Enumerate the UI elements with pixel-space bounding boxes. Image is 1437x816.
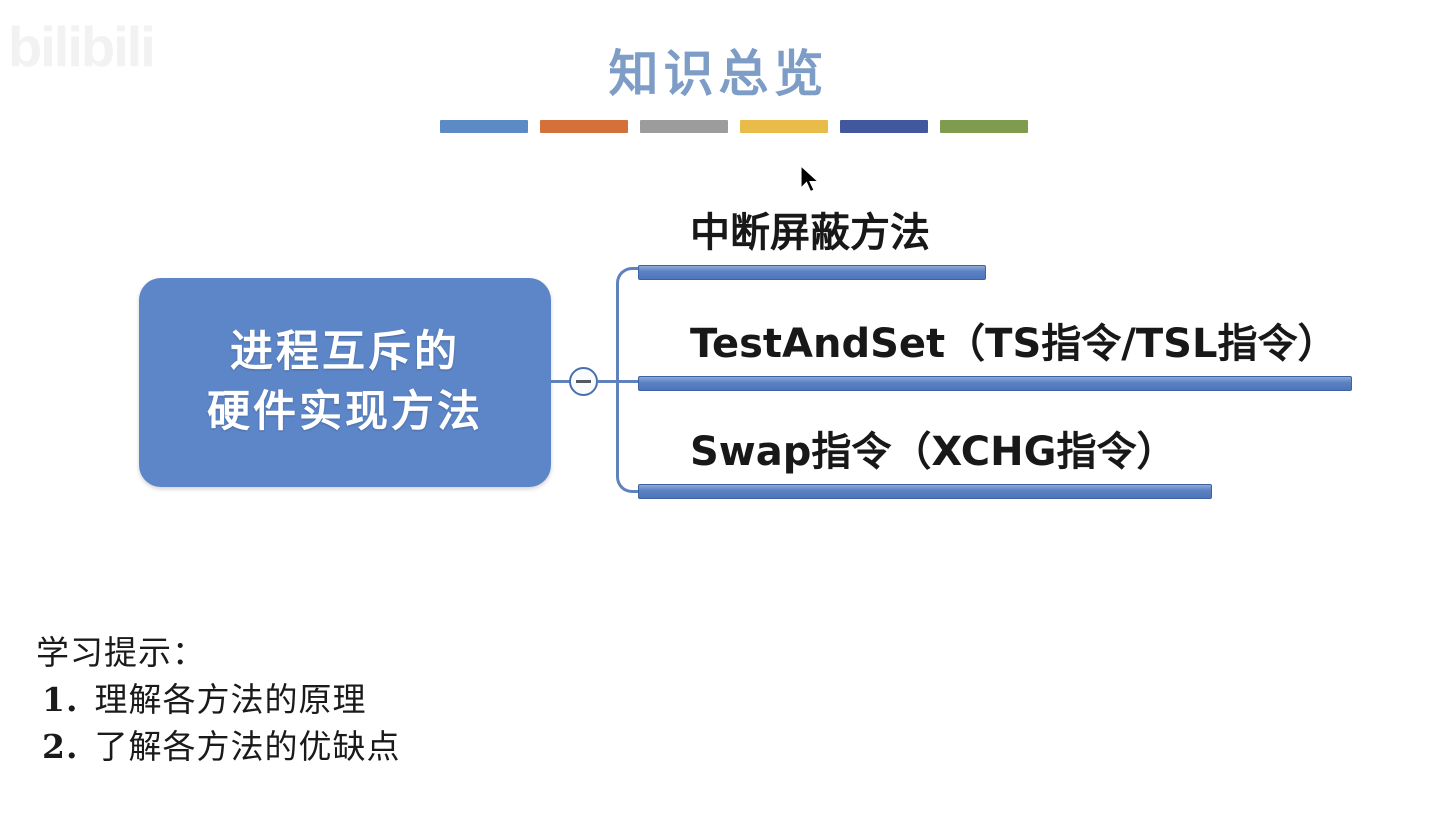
- learning-tips-heading: 学习提示：: [36, 633, 206, 672]
- root-node-line-1: 进程互斥的: [230, 327, 460, 378]
- minus-icon: [576, 380, 591, 383]
- branch-2-underline-bar: [638, 376, 1352, 391]
- color-bar-blue-fill: [440, 120, 528, 133]
- bilibili-watermark: bilibili: [8, 15, 156, 78]
- connector-branch-stub: [597, 380, 625, 383]
- collapse-toggle-button[interactable]: [569, 367, 598, 396]
- list-item: 1. 理解各方法的原理: [42, 677, 400, 724]
- connector-root-stub: [551, 380, 571, 383]
- color-bar-gray: [640, 120, 728, 133]
- mindmap-root-node[interactable]: 进程互斥的 硬件实现方法: [139, 278, 551, 487]
- mouse-cursor-icon: [801, 166, 820, 193]
- color-bar-green: [940, 120, 1028, 133]
- mindmap-branch-2[interactable]: TestAndSet（TS指令/TSL指令）: [638, 306, 1354, 391]
- mindmap-branch-1[interactable]: 中断屏蔽方法: [638, 195, 988, 280]
- list-item-number: 1.: [42, 679, 79, 719]
- page-title: 知识总览: [608, 44, 829, 103]
- learning-tips-list: 1. 理解各方法的原理 2. 了解各方法的优缺点: [36, 677, 400, 771]
- root-node-line-2: 硬件实现方法: [207, 386, 483, 437]
- color-bar-green-fill: [940, 120, 1028, 133]
- branch-3-label: Swap指令（XCHG指令）: [690, 429, 1177, 475]
- branch-3-underline-bar: [638, 484, 1212, 499]
- learning-tips-block: 学习提示： 1. 理解各方法的原理 2. 了解各方法的优缺点: [36, 630, 400, 771]
- list-item-text: 了解各方法的优缺点: [94, 726, 401, 766]
- list-item-text: 理解各方法的原理: [94, 679, 367, 719]
- mindmap-branch-3[interactable]: Swap指令（XCHG指令）: [638, 414, 1214, 499]
- color-bar-orange: [540, 120, 628, 133]
- branch-1-underline-bar: [638, 265, 986, 280]
- color-bar-darkblue: [840, 120, 928, 133]
- color-bar-blue: [440, 120, 528, 133]
- color-bar-yellow: [740, 120, 828, 133]
- branch-2-label: TestAndSet（TS指令/TSL指令）: [690, 321, 1338, 367]
- list-item-number: 2.: [42, 726, 79, 766]
- decorative-color-bars: [440, 120, 1028, 133]
- color-bar-darkblue-fill: [840, 120, 928, 133]
- color-bar-orange-fill: [540, 120, 628, 133]
- color-bar-yellow-fill: [740, 120, 828, 133]
- branch-1-label: 中断屏蔽方法: [690, 210, 930, 256]
- color-bar-gray-fill: [640, 120, 728, 133]
- connector-bracket-middle-tick: [616, 380, 652, 383]
- list-item: 2. 了解各方法的优缺点: [42, 724, 400, 771]
